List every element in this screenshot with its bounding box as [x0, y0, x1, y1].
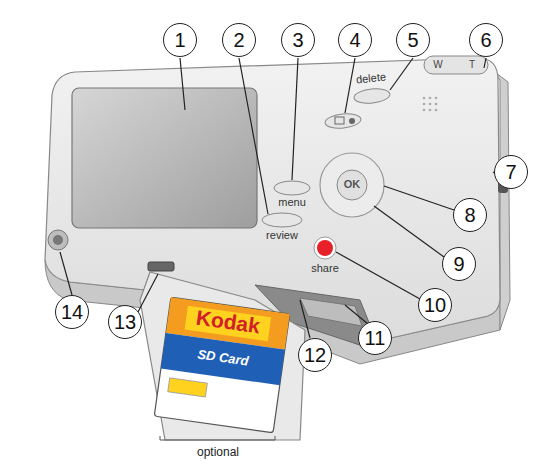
- callout-circle: 4: [338, 23, 372, 57]
- callout-number: 5: [407, 30, 418, 50]
- callout-number: 9: [453, 254, 464, 274]
- callout-number: 7: [505, 162, 516, 182]
- button-label: OK: [344, 179, 361, 190]
- callout-number: 11: [365, 328, 386, 348]
- menu-button: [274, 181, 310, 195]
- callout-number: 2: [233, 30, 244, 50]
- info-button: [324, 112, 361, 130]
- callout-number: 13: [114, 312, 136, 332]
- callout-number: 14: [61, 302, 83, 322]
- callout-circle: 2: [222, 23, 256, 57]
- button-label: share: [311, 263, 339, 274]
- info-icon: [335, 117, 344, 124]
- callout-circle: 11: [358, 321, 392, 355]
- ok-button: [337, 170, 367, 200]
- callout-number: 8: [464, 205, 475, 225]
- note-label: optional: [197, 446, 239, 458]
- share-ring: [314, 237, 336, 259]
- leader-lines: [60, 58, 503, 338]
- brand-logo: Kodak: [195, 307, 261, 337]
- callout-circle: 13: [108, 305, 142, 339]
- delete-button: [353, 87, 390, 105]
- review-button: [262, 213, 302, 227]
- card-door: [140, 272, 305, 440]
- zoom-label: W: [433, 60, 442, 70]
- callout-circle: 1: [163, 23, 197, 57]
- card-label: SD Card: [197, 347, 250, 367]
- camera-body: [45, 58, 500, 345]
- lcd-screen: [72, 88, 257, 228]
- callout-circle: 14: [55, 295, 89, 329]
- zoom-lever: [424, 56, 488, 74]
- bracket: [160, 436, 275, 440]
- share-button: [317, 240, 333, 256]
- button-label: menu: [278, 197, 306, 208]
- callout-circle: 9: [442, 247, 476, 281]
- callout-number: 1: [174, 30, 185, 50]
- callout-circle: 12: [298, 338, 332, 372]
- zoom-label: T: [469, 60, 475, 70]
- callout-circle: 6: [469, 23, 503, 57]
- button-label: delete: [356, 71, 387, 85]
- callout-number: 12: [304, 345, 326, 365]
- callout-circle: 7: [494, 155, 528, 189]
- tripod-socket: [48, 230, 68, 250]
- callout-number: 3: [292, 30, 303, 50]
- speaker: [423, 97, 438, 112]
- info-icon: [349, 118, 355, 124]
- callout-circle: 10: [418, 288, 452, 322]
- tripod-socket: [53, 235, 63, 245]
- usb-connector: [148, 262, 174, 271]
- callout-number: 10: [424, 295, 446, 315]
- callout-number: 6: [480, 30, 491, 50]
- sd-card: [154, 297, 290, 433]
- callout-circle: 5: [396, 23, 430, 57]
- callout-number: 4: [349, 30, 360, 50]
- four-way-dial: [320, 153, 384, 217]
- button-label: review: [266, 230, 298, 241]
- callout-circle: 3: [281, 23, 315, 57]
- callout-circle: 8: [453, 198, 487, 232]
